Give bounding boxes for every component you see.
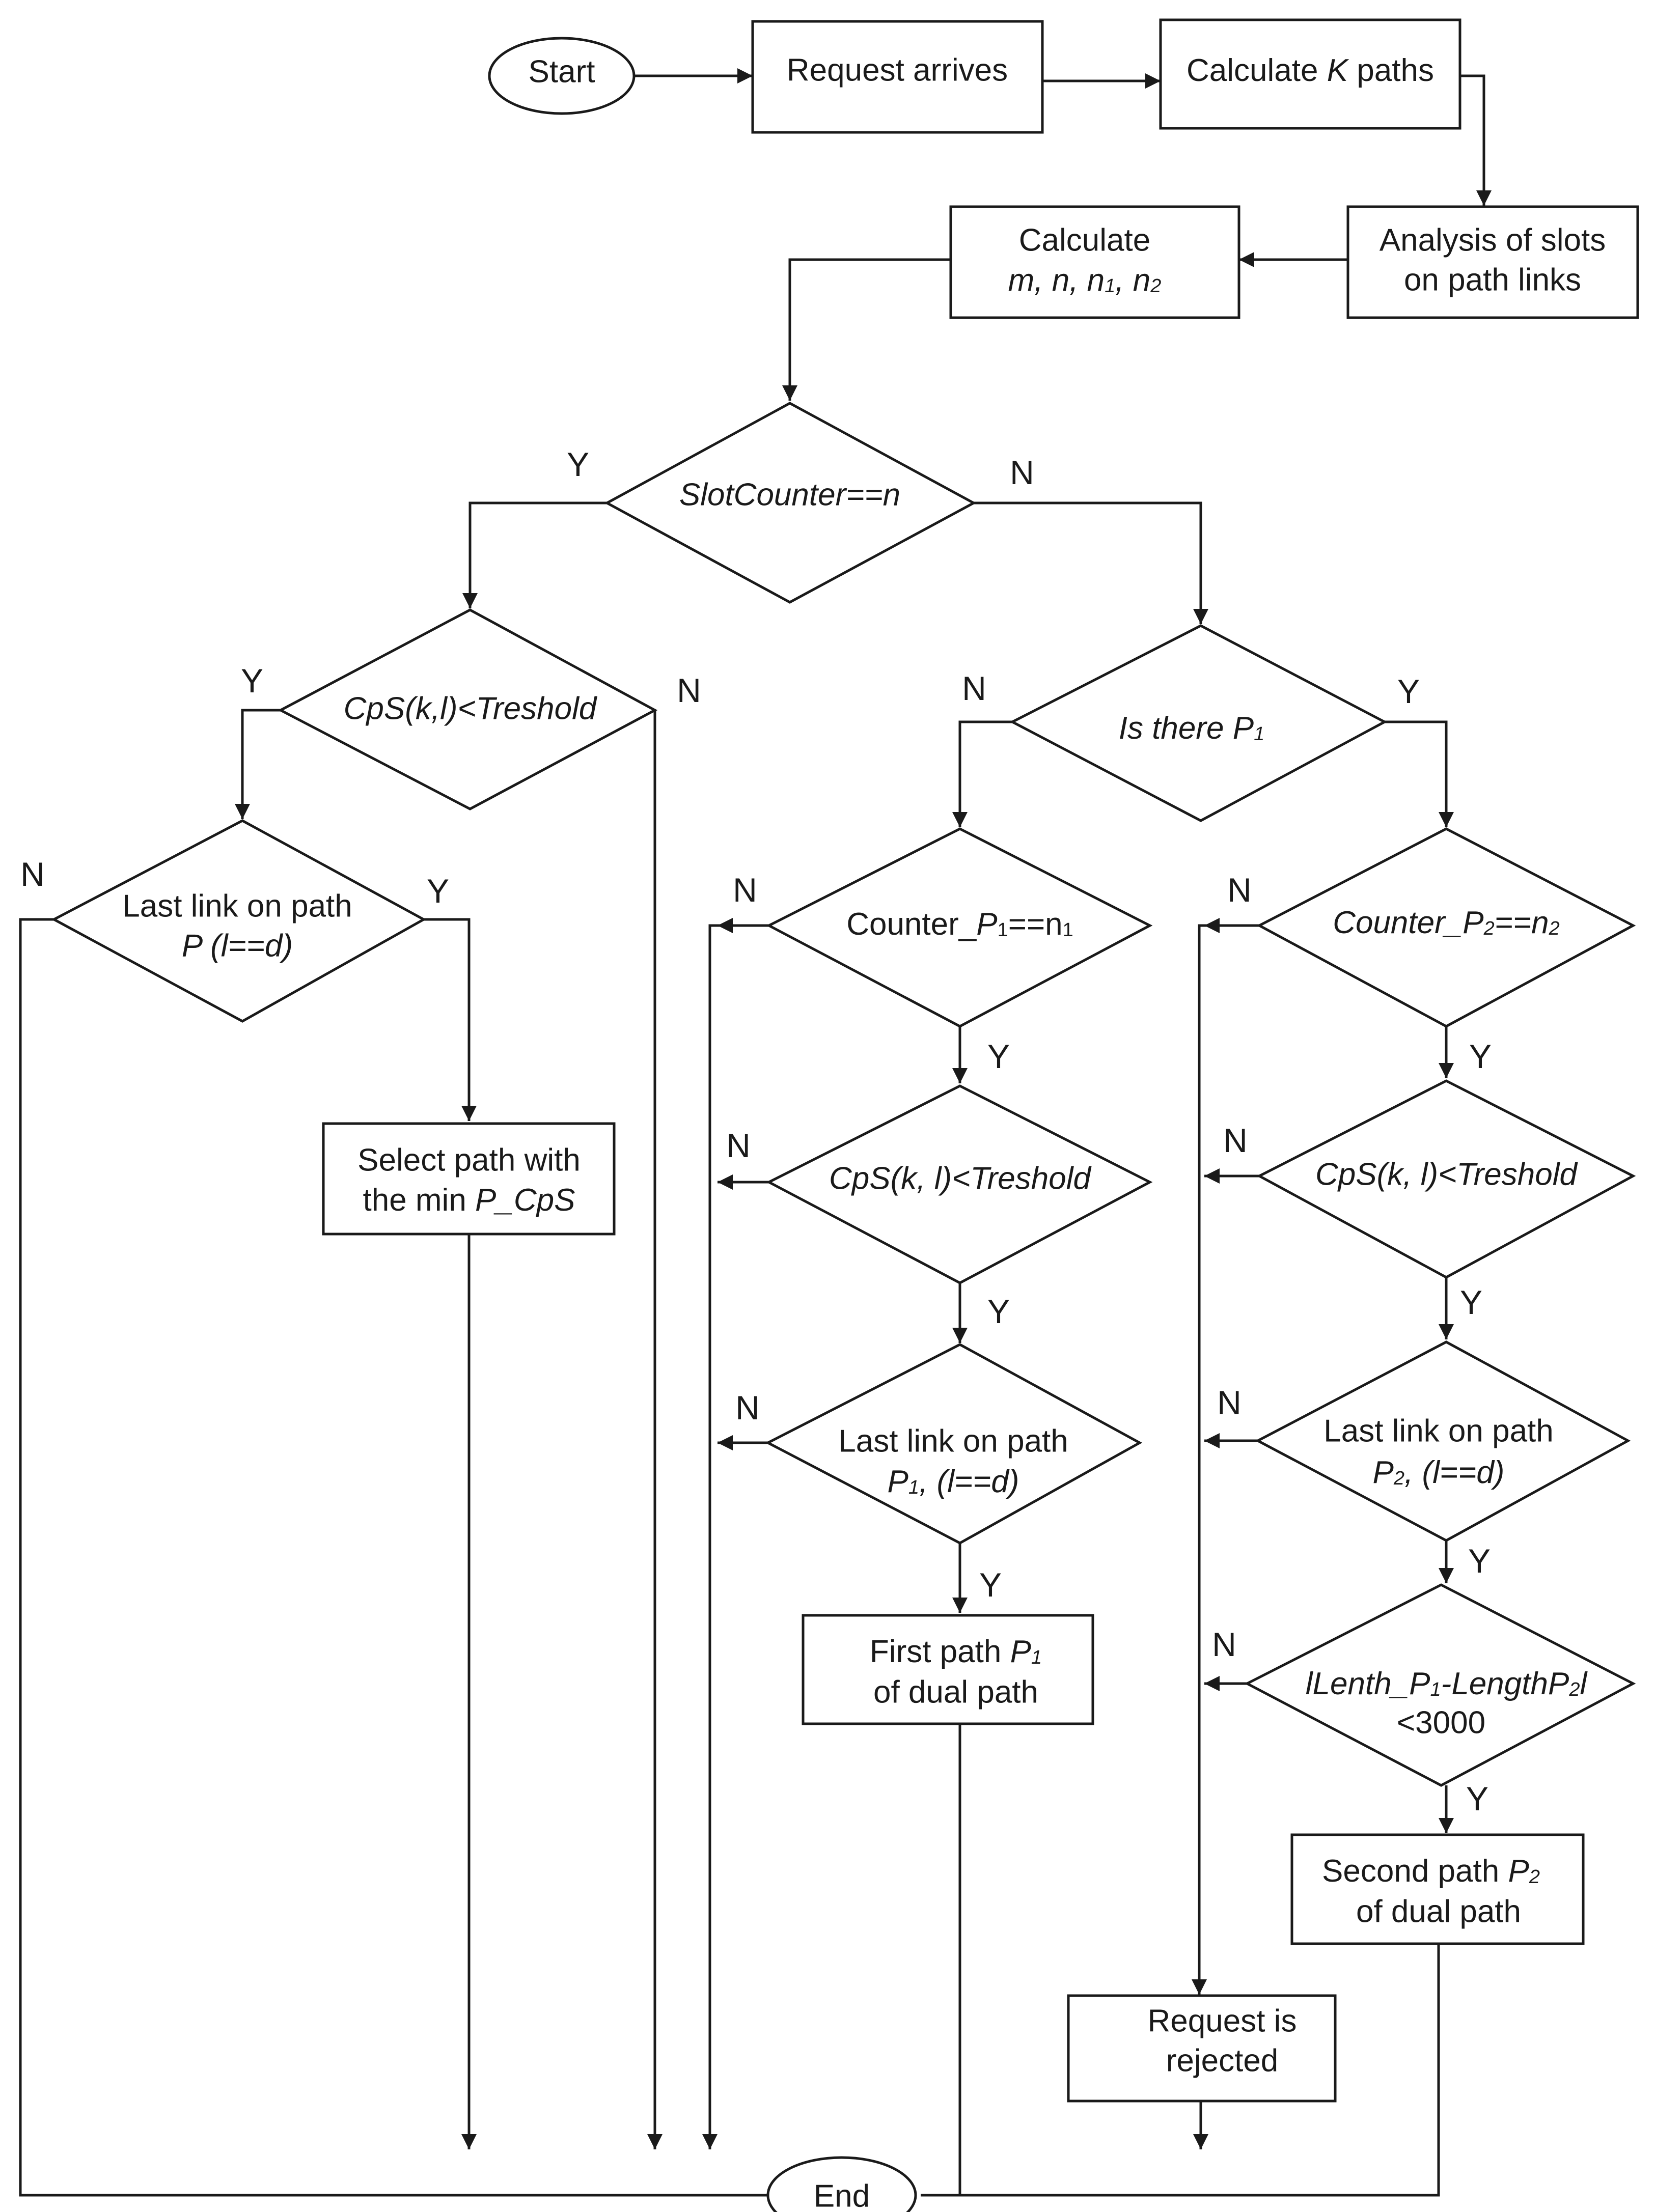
length-diff-line1: lLenth_P1-LengthP2l: [1306, 1666, 1588, 1701]
branch-label-no: N: [20, 855, 45, 893]
second-path-line1: Second path P2: [1322, 1854, 1540, 1889]
counter-p1-decision: [766, 827, 1153, 1028]
start-terminal: [488, 37, 636, 115]
last-link-p2-line1: Last link on path: [1323, 1414, 1554, 1449]
second-path-line2: of dual path: [1356, 1894, 1521, 1929]
branch-label-no: N: [677, 671, 701, 709]
branch-label-yes: Y: [1397, 673, 1420, 710]
counter-p2-decision: [1256, 827, 1636, 1028]
branch-label-no: N: [1227, 871, 1252, 909]
last-link-p2-line2: P2, (l==d): [1373, 1455, 1505, 1490]
branch-label-no: N: [1223, 1122, 1248, 1159]
branch-label-no: N: [726, 1127, 751, 1164]
calc-k-box: [1159, 18, 1461, 130]
length-diff-decision: [1244, 1583, 1636, 1787]
is-there-p1-decision: [1009, 624, 1388, 822]
cps-right-decision: [1256, 1079, 1636, 1279]
arrow-is-there-p1-yes: [1385, 720, 1454, 827]
is-there-p1-label: Is there P1: [1119, 711, 1265, 746]
calc-params-line2: m, n, n1, n2: [1008, 263, 1162, 298]
second-path-box: [1290, 1833, 1585, 1945]
arrow-is-there-p1-no: [952, 720, 1012, 827]
last-link-p1-line1: Last link on path: [838, 1424, 1068, 1459]
arrow-second-path-to-end: [921, 1944, 1440, 2197]
cps-left-label: CpS(k,l)<Treshold: [344, 691, 598, 726]
shapes: [51, 18, 1639, 2212]
first-path-box: [802, 1614, 1094, 1725]
rejected-line1: Request is: [1148, 2004, 1297, 2039]
branch-label-no: N: [1212, 1626, 1236, 1663]
slotcounter-label: SlotCounter==n: [679, 478, 900, 513]
branch-label-yes: Y: [1468, 1542, 1491, 1580]
last-link-p-line1: Last link on path: [122, 889, 352, 924]
arrow-last-link-p-yes: [424, 918, 477, 1121]
first-path-line1: First path P1: [870, 1634, 1042, 1669]
branch-label-yes: Y: [1466, 1780, 1488, 1817]
counter-p2-label: Counter_P2==n2: [1333, 905, 1560, 940]
node-labels: Start Request arrives Calculate K paths …: [122, 53, 1606, 2212]
branch-label-no: N: [962, 669, 986, 707]
request-arrives-box: [751, 20, 1044, 134]
line-reject-bus-p1: [702, 924, 718, 2149]
start-label: Start: [529, 54, 595, 90]
branch-label-no: N: [1010, 454, 1034, 491]
arrow-slotcounter-no: [974, 501, 1208, 624]
last-link-p-decision: [51, 819, 427, 1023]
first-path-line2: of dual path: [873, 1675, 1038, 1710]
arrow-calc-params-to-slotcounter: [782, 258, 951, 401]
cps-mid-decision: [766, 1084, 1153, 1284]
branch-labels: Y N Y N N Y N Y N Y N Y N Y N Y N Y N Y …: [20, 445, 1492, 1817]
last-link-p-line2: P (l==d): [182, 929, 293, 964]
length-diff-line2: <3000: [1397, 1705, 1485, 1741]
request-arrives-label: Request arrives: [787, 53, 1008, 88]
branch-label-no: N: [1217, 1384, 1242, 1421]
select-min-box: [322, 1122, 616, 1236]
branch-label-yes: Y: [987, 1038, 1010, 1075]
branch-label-yes: Y: [1469, 1038, 1492, 1075]
last-link-p1-decision: [765, 1343, 1143, 1545]
counter-p1-label: Counter_P1==n1: [846, 907, 1073, 942]
branch-label-yes: Y: [1460, 1283, 1482, 1321]
branch-label-no: N: [733, 871, 757, 909]
last-link-p2-decision: [1255, 1340, 1631, 1542]
arrow-last-link-p-no: [19, 918, 768, 2197]
line-reject-bus-p2: [1192, 924, 1207, 1995]
calc-k-label: Calculate K paths: [1187, 53, 1434, 88]
branch-label-yes: Y: [979, 1566, 1002, 1604]
rejected-box: [1067, 1994, 1337, 2103]
arrow-calc-k-to-analysis: [1460, 74, 1492, 206]
arrow-slotcounter-yes: [462, 501, 607, 608]
rejected-line2: rejected: [1166, 2043, 1279, 2079]
end-label: End: [814, 2179, 870, 2212]
slotcounter-decision: [604, 402, 977, 604]
branch-label-yes: Y: [987, 1293, 1010, 1330]
connectors: [19, 68, 1492, 2197]
cps-mid-label: CpS(k, l)<Treshold: [829, 1161, 1092, 1196]
branch-label-no: N: [735, 1389, 760, 1426]
branch-label-yes: Y: [567, 445, 589, 483]
select-min-line1: Select path with: [357, 1143, 581, 1178]
analysis-line2: on path links: [1404, 263, 1581, 298]
branch-label-yes: Y: [241, 662, 263, 699]
arrow-cps-left-yes: [235, 709, 281, 819]
cps-left-decision: [278, 608, 658, 810]
end-terminal: [766, 2156, 917, 2212]
analysis-box: [1346, 205, 1639, 319]
cps-right-label: CpS(k, l)<Treshold: [1315, 1157, 1578, 1192]
branch-label-yes: Y: [427, 872, 449, 910]
calc-params-line1: Calculate: [1019, 223, 1150, 258]
calc-params-box: [949, 205, 1240, 319]
analysis-line1: Analysis of slots: [1380, 223, 1606, 258]
select-min-line2: the min P_CpS: [363, 1183, 575, 1218]
last-link-p1-line2: P1, (l==d): [888, 1464, 1019, 1499]
